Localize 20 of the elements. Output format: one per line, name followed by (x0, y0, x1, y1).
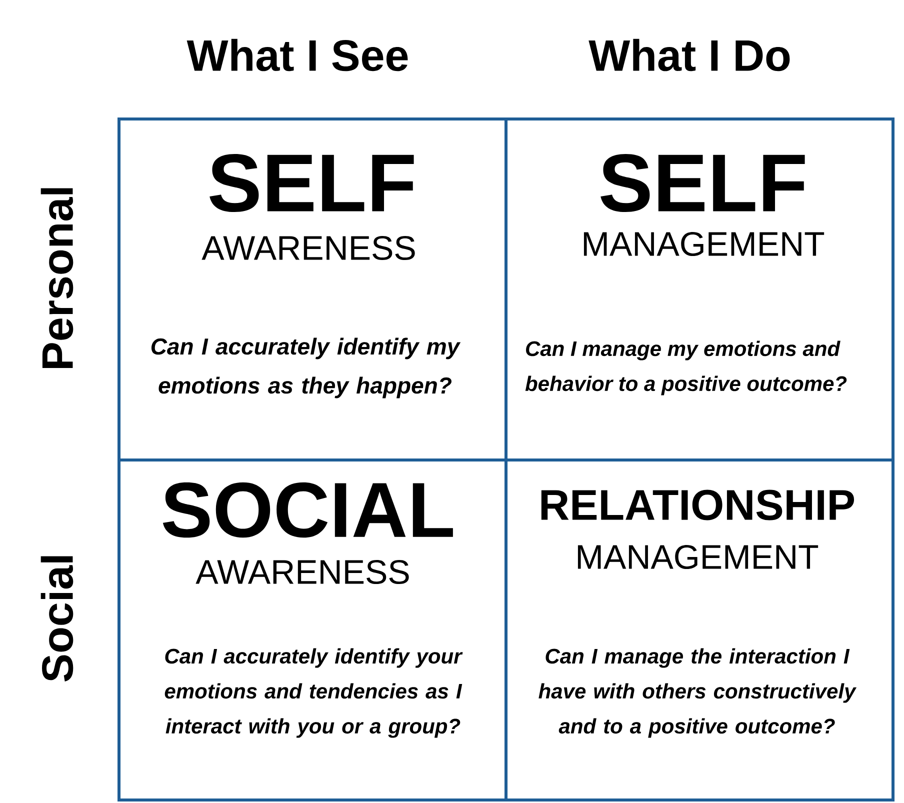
quadrant-cell (118, 458, 508, 802)
subheading: MANAGEMENT (578, 544, 818, 570)
column-header: What I Do (588, 38, 790, 72)
heading: SELF (210, 154, 414, 212)
quadrant-cell (504, 458, 895, 802)
quadrant-cell (504, 118, 895, 462)
heading: SOCIAL (162, 482, 453, 538)
subheading: AWARENESS (196, 560, 409, 584)
subheading: MANAGEMENT (584, 232, 824, 256)
question-text: Can I manage my emotions and behavior to a positive outcome? (525, 340, 847, 396)
heading: SELF (600, 154, 805, 212)
question-text: Can I accurately identify my emotions as they happen? (151, 338, 461, 398)
subheading: AWARENESS (202, 236, 415, 260)
question-text: Can I accurately identify your emotions and tendencies as I interact with you or a group? (164, 648, 463, 738)
heading: RELATIONSHIP (541, 490, 854, 520)
row-header: Personal (40, 188, 74, 368)
column-header: What I See (186, 38, 408, 72)
quadrant-cell (118, 118, 508, 462)
question-text: Can I manage the interaction I have with others constructively and to a positive outcome? (538, 648, 857, 738)
row-header: Social (40, 556, 74, 682)
